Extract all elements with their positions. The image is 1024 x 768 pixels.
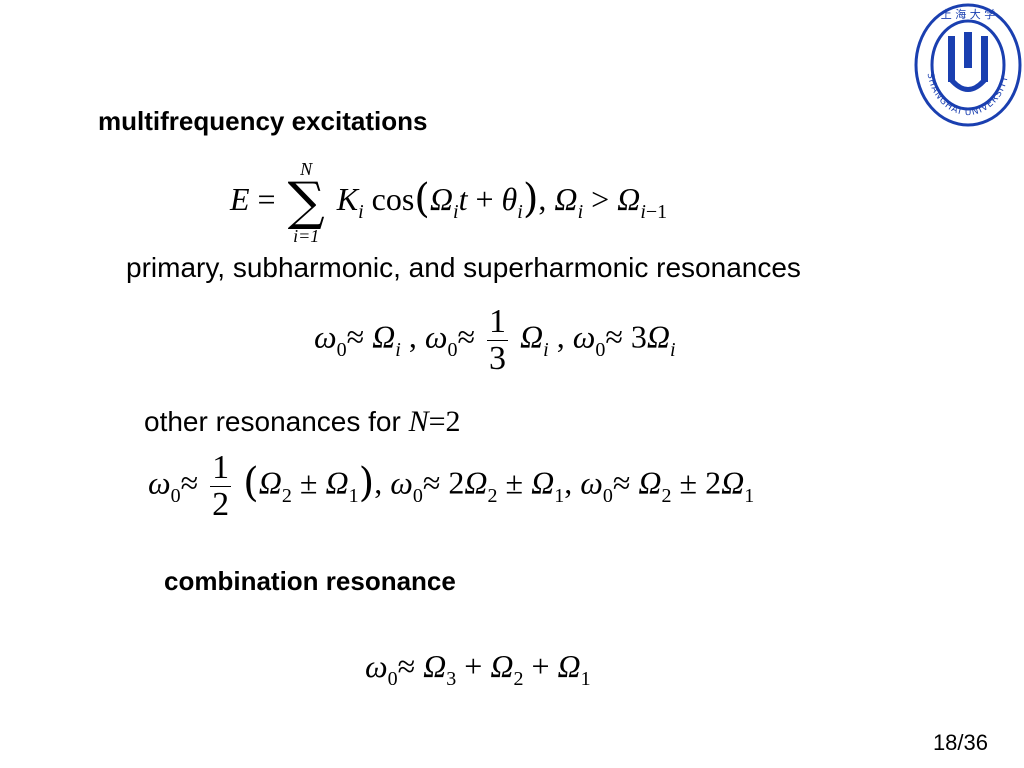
text-primary-resonances: primary, subharmonic, and superharmonic … (126, 252, 801, 283)
heading-combination-resonance: combination resonance (164, 566, 456, 596)
logo-top-text: 上 海 大 学 (941, 7, 996, 21)
text-other-resonances: other resonances for N=2 (144, 405, 461, 438)
page-number: 18/36 (932, 730, 988, 755)
summation-symbol: N ∑ i=1 (287, 159, 325, 247)
heading-multifrequency-excitations: multifrequency excitations (98, 106, 428, 136)
equation-excitation: E = N ∑ i=1 Ki cos(Ωit + θi), Ωi > Ωi−1 (230, 159, 668, 247)
equation-combination-resonance: ω0≈ Ω3 + Ω2 + Ω1 (365, 648, 591, 690)
shanghai-university-logo: 上 海 大 学 SHANGHAI UNIVERSITY (914, 3, 1022, 127)
